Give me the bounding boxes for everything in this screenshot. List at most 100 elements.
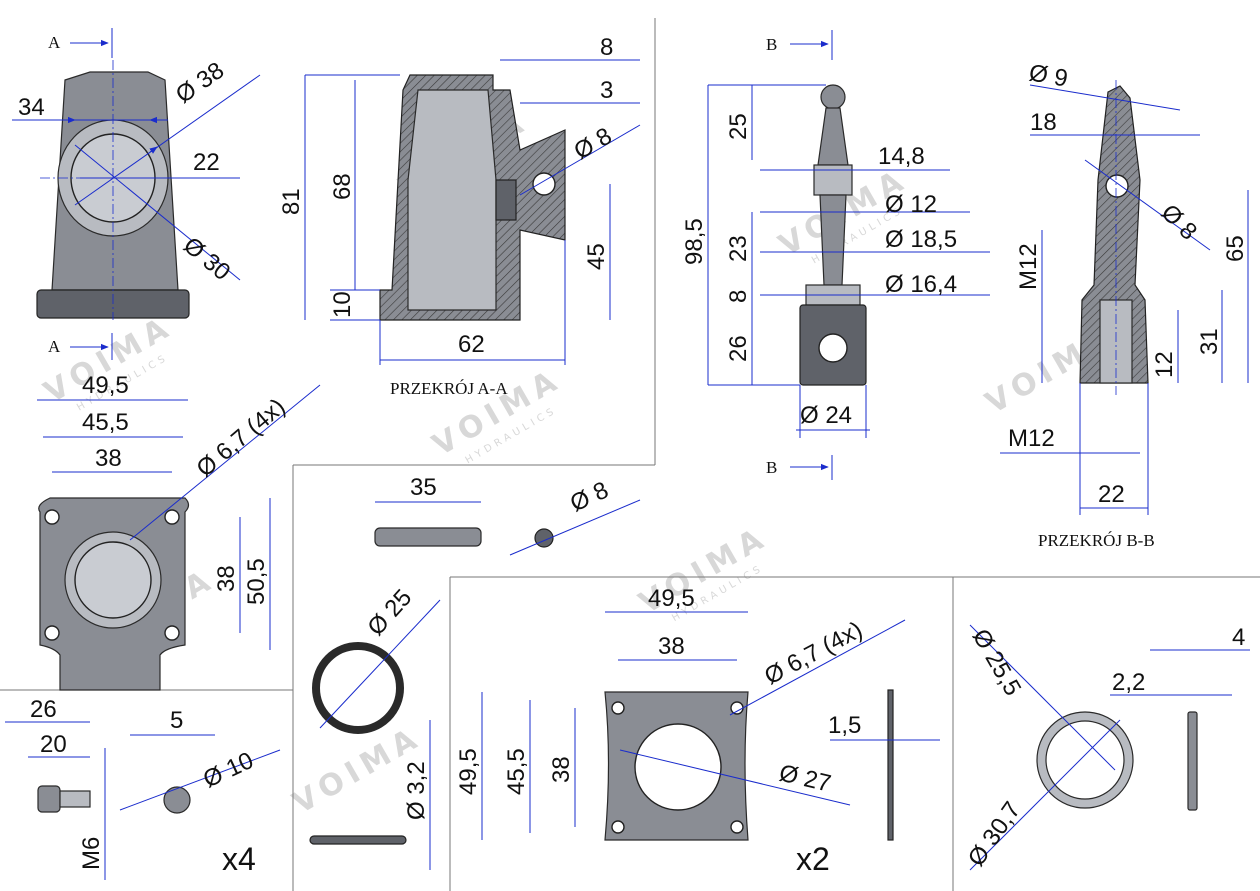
gasket-view: 49,5 38 Ø 6,7 (4x) 49,5 45,5 38 Ø 27 1,: [455, 585, 940, 877]
dimension-label: 10: [329, 291, 356, 318]
dimension-label: 26: [30, 696, 57, 723]
dimension-45: 45: [583, 184, 611, 320]
dimension-label: Ø 9: [1027, 59, 1070, 92]
dimension-label: Ø 38: [171, 57, 229, 109]
dimension-26: 26: [5, 696, 90, 723]
section-letter-a: A: [48, 337, 61, 356]
dimension-49-5: 49,5: [605, 585, 748, 613]
dimension-label: Ø 18,5: [885, 226, 957, 253]
dimension-65: 65: [1222, 190, 1249, 383]
lever-view: B B 25 98,5 23 8 26: [681, 30, 990, 480]
dimension-2-2: 2,2: [1110, 669, 1232, 696]
dimension-label: 14,8: [878, 143, 925, 170]
dimension-34: 34: [12, 94, 168, 124]
dimension-label: 38: [658, 633, 685, 660]
dimension-label: 81: [278, 188, 305, 215]
dimension-label: 49,5: [648, 585, 695, 612]
dimension-label: 45,5: [503, 748, 530, 795]
dimension-label: 45,5: [82, 409, 129, 436]
dimension-22: 22: [1079, 383, 1149, 515]
section-letter-b: B: [766, 458, 777, 477]
dimension-holes-6-7: Ø 6,7 (4x): [729, 616, 906, 716]
dimension-38: 38: [618, 633, 737, 661]
section-marker-a-bottom: A: [48, 333, 113, 360]
watermark-brand: VOIMA: [740, 0, 881, 5]
quantity-label: x4: [222, 841, 256, 877]
dimension-14-8: 14,8: [760, 143, 950, 171]
dimension-label: 50,5: [243, 558, 270, 605]
dimension-label: 3: [600, 77, 613, 104]
dimension-diameter-12: Ø 12: [760, 191, 970, 218]
dimension-label: 49,5: [455, 748, 482, 795]
ring-view: Ø 25,5 Ø 30,7 2,2 4: [963, 624, 1250, 871]
dimension-holes-6-7: Ø 6,7 (4x): [129, 384, 321, 541]
dimension-68: 68: [329, 80, 356, 290]
dimension-label: 62: [458, 331, 485, 358]
dimension-label: Ø 8: [566, 477, 612, 518]
dimension-8: 8: [500, 34, 640, 61]
dimension-label: 25: [725, 113, 752, 140]
dimension-label: M12: [1008, 425, 1055, 452]
section-marker-b-bottom: B: [766, 455, 833, 480]
dimension-vertical-38: 38: [213, 517, 241, 633]
section-title-aa: PRZEKRÓJ A-A: [390, 379, 508, 398]
dimension-49-5: 49,5: [37, 372, 188, 401]
dimension-45-5: 45,5: [43, 409, 183, 438]
dimension-81: 81: [278, 74, 400, 320]
dimension-diameter-24: Ø 24: [796, 385, 870, 438]
dimension-label: 22: [1098, 481, 1125, 508]
dimension-label: 8: [725, 290, 752, 303]
dimension-10: 10: [329, 289, 380, 321]
dimension-label: 26: [725, 335, 752, 362]
dimension-vertical-38: 38: [548, 708, 576, 827]
dimension-label: 45: [583, 243, 610, 270]
dimension-26: 26: [708, 305, 800, 386]
housing-bottom-view: 49,5 45,5 38 Ø 6,7 (4x) 38 50,5: [37, 372, 321, 691]
dimension-5: 5: [130, 707, 215, 736]
dimension-label: 35: [410, 474, 437, 501]
dimension-label: 65: [1222, 235, 1249, 262]
dimension-label: 18: [1030, 109, 1057, 136]
dimension-3: 3: [520, 77, 640, 104]
pin-view: 35 Ø 8: [374, 474, 641, 556]
dimension-label: 20: [40, 731, 67, 758]
dimension-diameter-9: Ø 9: [1027, 59, 1181, 111]
dimension-label: 22: [193, 149, 220, 176]
dimension-label: Ø 8: [570, 122, 617, 165]
dimension-m12-vertical: M12: [1015, 230, 1043, 383]
section-marker-a-top: A: [48, 28, 113, 58]
section-marker-b-top: B: [766, 30, 833, 60]
dimension-label: Ø 6,7 (4x): [760, 616, 867, 690]
dimension-vertical-49-5: 49,5: [455, 692, 483, 840]
dimension-label: Ø 12: [885, 191, 937, 218]
dimension-label: 23: [725, 235, 752, 262]
section-letter-b: B: [766, 35, 777, 54]
dimension-62: 62: [379, 240, 566, 365]
dimension-label: Ø 24: [800, 402, 852, 429]
dimension-label: Ø 27: [777, 760, 834, 798]
dimension-1-5: 1,5: [828, 712, 940, 741]
dimension-label: 4: [1232, 624, 1245, 651]
dimension-label: 49,5: [82, 372, 129, 399]
dimension-12: 12: [1151, 310, 1179, 383]
dimension-4: 4: [1150, 624, 1250, 651]
section-title-bb: PRZEKRÓJ B-B: [1038, 531, 1155, 550]
dimension-label: Ø 30: [178, 232, 235, 286]
dimension-23: 23: [725, 212, 753, 280]
dimension-38: 38: [52, 445, 172, 473]
dimension-35: 35: [375, 474, 481, 503]
dimension-m6: M6: [78, 748, 106, 880]
dimension-label: Ø 30,7: [963, 797, 1026, 872]
dimension-98-5: 98,5: [681, 84, 826, 385]
dimension-diameter-8: Ø 8: [509, 477, 641, 556]
dimension-diameter-16-4: Ø 16,4: [760, 271, 990, 298]
dimension-20: 20: [28, 731, 90, 758]
dimension-label: Ø 3,2: [403, 761, 430, 820]
dimension-label: 12: [1151, 351, 1178, 378]
dimension-label: M12: [1015, 243, 1042, 290]
dimension-label: 38: [213, 565, 240, 592]
dimension-label: M6: [78, 837, 105, 870]
dimension-label: 2,2: [1112, 669, 1145, 696]
dimension-label: Ø 8: [1156, 199, 1202, 245]
